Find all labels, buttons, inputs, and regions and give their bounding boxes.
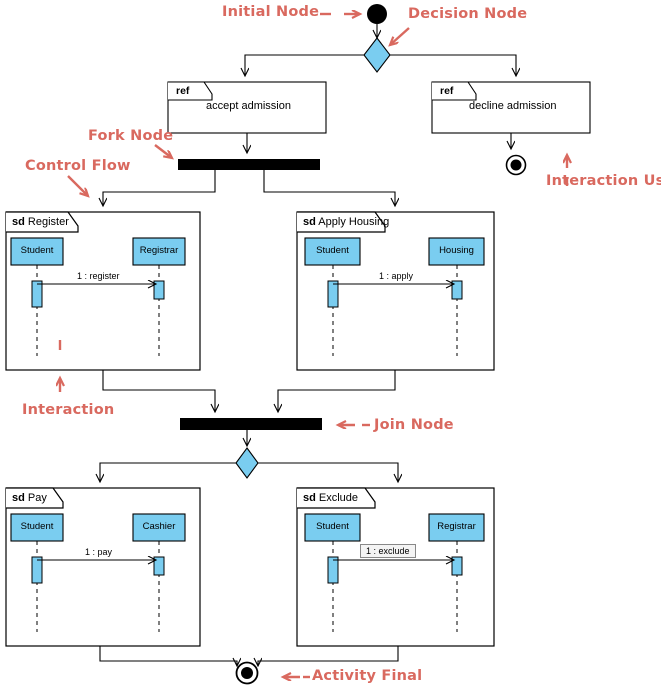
annotation-decision-node: Decision Node	[408, 6, 528, 22]
frame-title-exclude: sd Exclude	[303, 492, 358, 504]
activation-bar[interactable]	[31, 556, 43, 584]
frame-title-apply-housing: sd Apply Housing	[303, 216, 389, 228]
activation-bar[interactable]	[327, 280, 339, 308]
control-flow	[99, 646, 237, 666]
annotation-interaction: Interaction	[22, 402, 115, 418]
lifeline-label: Registrar	[139, 245, 179, 256]
frame-title-pay: sd Pay	[12, 492, 47, 504]
lifeline-label: Student	[316, 521, 349, 532]
lifeline-label: Student	[20, 521, 54, 532]
merge-decision-node[interactable]	[235, 447, 259, 479]
activation-bar[interactable]	[327, 556, 339, 584]
frame-name: Pay	[27, 492, 47, 504]
control-flow	[245, 54, 365, 76]
control-flow	[263, 170, 395, 206]
frame-keyword: sd	[12, 492, 25, 504]
control-flow	[100, 462, 236, 482]
control-flow	[278, 370, 396, 412]
annotation-join-node: Join Node	[374, 417, 454, 433]
interaction-use-label: decline admission	[469, 100, 557, 112]
activation-bar[interactable]	[153, 280, 165, 300]
message-label: 1 : apply	[379, 271, 414, 281]
activity-final-node[interactable]	[505, 154, 527, 176]
sequence-apply-housing	[304, 237, 485, 356]
annotation-control-flow: Control Flow	[25, 158, 131, 174]
frame-title-register: sd Register	[12, 216, 69, 228]
lifeline-label: Registrar	[437, 521, 476, 532]
lifeline-head[interactable]	[132, 237, 186, 266]
lifeline-label: Student	[20, 245, 54, 256]
annotation-arrow-fork	[154, 144, 172, 158]
message-label: 1 : pay	[85, 547, 113, 557]
control-flow	[103, 170, 216, 206]
frame-keyword: sd	[303, 216, 316, 228]
interaction-use-frames	[167, 81, 591, 134]
lifeline-head[interactable]	[304, 237, 361, 266]
frame-name: Exclude	[318, 492, 359, 504]
interaction-exclude[interactable]	[296, 487, 495, 647]
frame-name: Register	[27, 216, 69, 228]
activation-bar[interactable]	[451, 556, 463, 576]
join-node[interactable]	[180, 418, 322, 430]
annotation-initial-node: Initial Node	[222, 4, 320, 20]
control-flow	[389, 54, 516, 76]
initial-node[interactable]	[367, 4, 387, 24]
interaction-apply-housing[interactable]	[296, 211, 495, 371]
annotation-arrow-control-flow	[67, 175, 88, 196]
lifeline-label: Student	[316, 245, 349, 256]
lifeline-label: Cashier	[142, 521, 176, 532]
control-flow	[102, 370, 215, 412]
lifeline-head[interactable]	[304, 513, 361, 542]
frame-name: Apply Housing	[318, 216, 390, 228]
fork-node[interactable]	[178, 159, 320, 170]
activity-final-node[interactable]	[235, 661, 259, 685]
annotation-activity-final: Activity Final	[312, 668, 423, 684]
activation-bar[interactable]	[153, 556, 165, 576]
control-flow-edges	[100, 24, 516, 666]
sequence-register	[10, 237, 186, 356]
message-label: 1 : register	[77, 271, 120, 281]
lifeline-head[interactable]	[10, 237, 64, 266]
frame-keyword: sd	[303, 492, 316, 504]
lifeline-label: Housing	[439, 245, 474, 256]
decision-node[interactable]	[363, 37, 391, 73]
ref-tag: ref	[176, 85, 190, 97]
activation-bar[interactable]	[451, 280, 463, 300]
control-flow	[258, 646, 399, 666]
annotation-interaction-use: Interaction Use	[546, 173, 661, 189]
annotation-arrow-decision	[390, 27, 410, 45]
activation-bar[interactable]	[31, 280, 43, 308]
lifeline-head[interactable]	[428, 513, 485, 542]
ref-tag: ref	[440, 85, 454, 97]
annotation-fork-node: Fork Node	[88, 128, 174, 144]
sequence-exclude	[304, 513, 485, 632]
message-label: 1 : exclude	[360, 544, 416, 558]
interaction-use-label: accept admission	[206, 100, 291, 112]
control-flow	[258, 462, 398, 482]
frame-keyword: sd	[12, 216, 25, 228]
annotation-arrows	[60, 14, 567, 677]
sequence-pay	[10, 513, 186, 632]
